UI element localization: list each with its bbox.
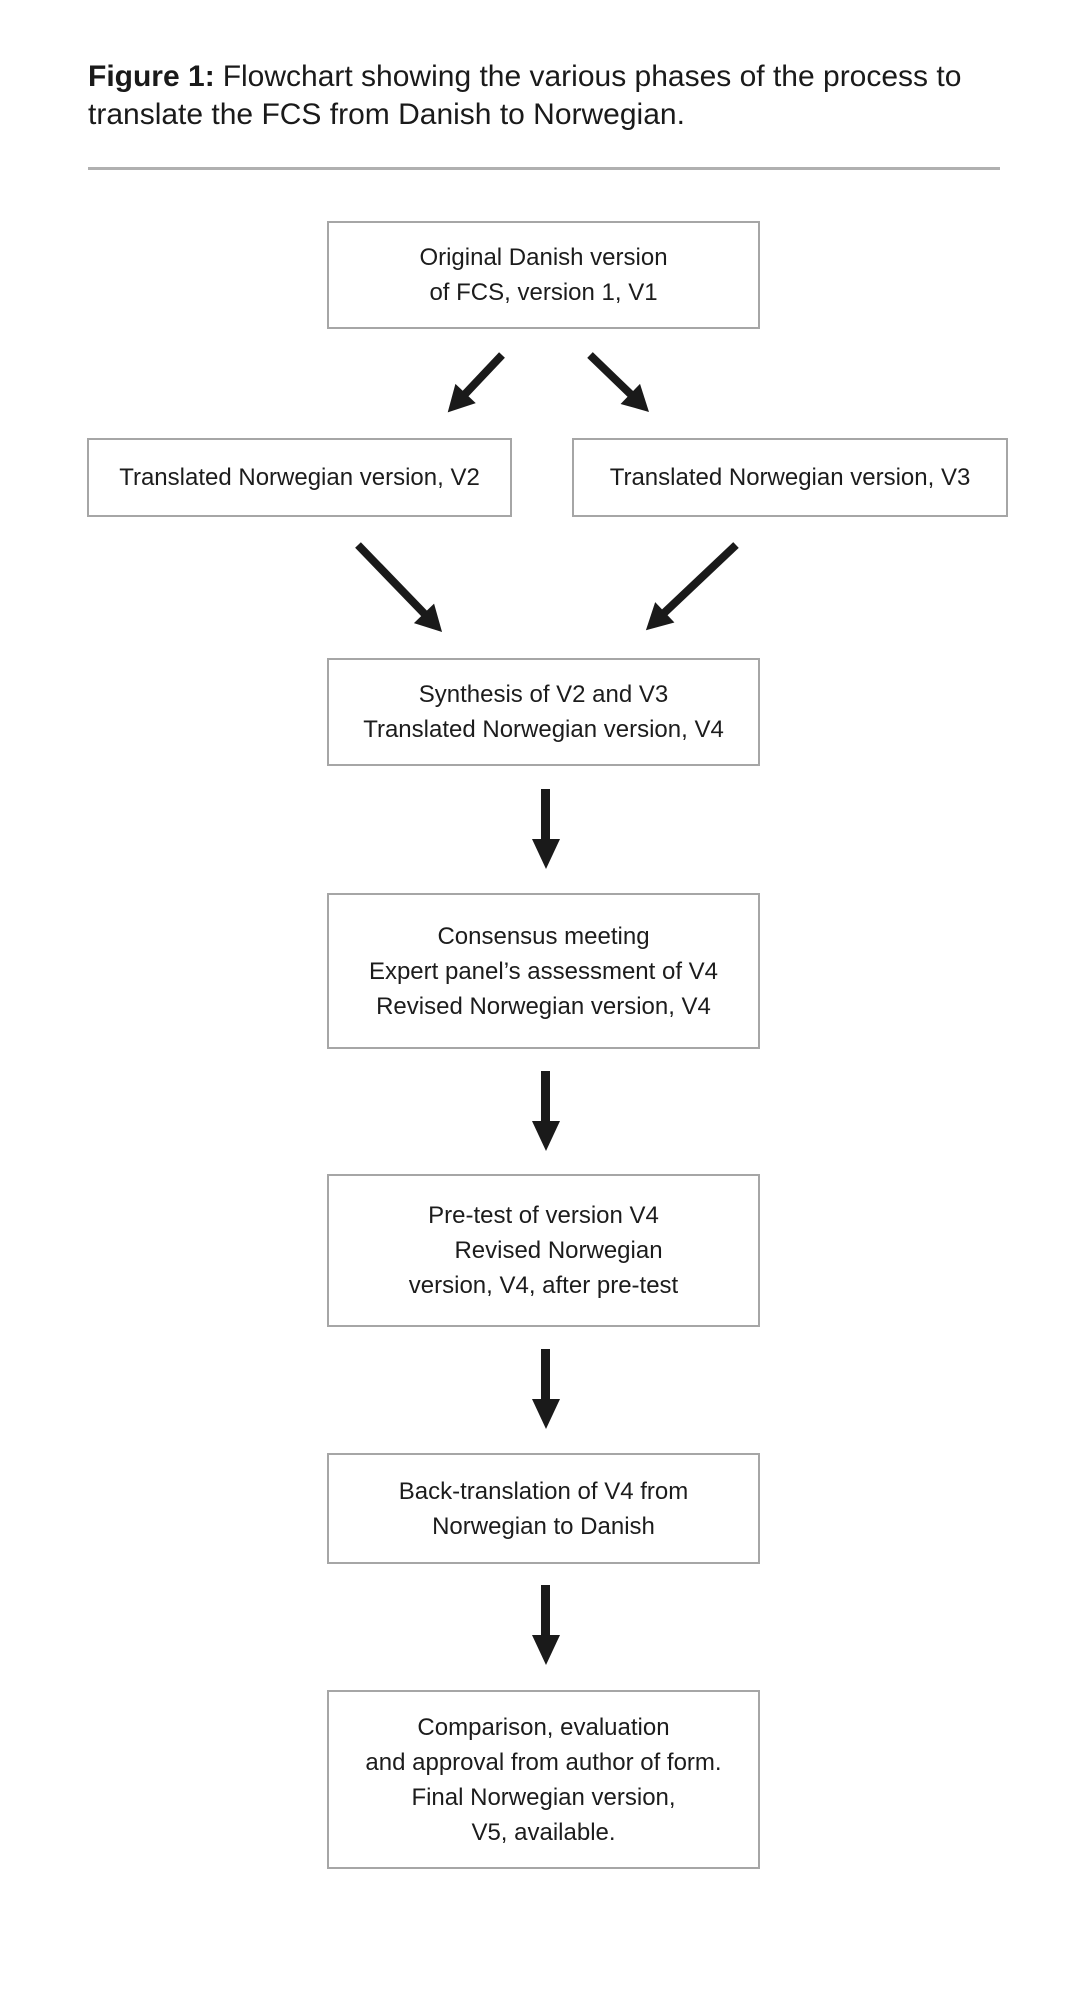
node-final-v5: Comparison, evaluation and approval from… bbox=[327, 1690, 760, 1869]
caption-text-line1: Flowchart showing the various phases of … bbox=[222, 60, 962, 93]
arrow-v1-to-v2-icon bbox=[437, 345, 513, 423]
node-consensus-meeting: Consensus meeting Expert panel’s assessm… bbox=[327, 893, 760, 1049]
arrow-pretest-to-backtranslation-icon bbox=[532, 1349, 560, 1429]
node-text-line: Original Danish version bbox=[419, 244, 668, 271]
node-text-line: of FCS, version 1, V1 bbox=[429, 279, 658, 306]
node-text-line: Consensus meeting bbox=[437, 922, 650, 950]
node-backtranslation: Back-translation of V4 from Norwegian to… bbox=[327, 1453, 760, 1564]
node-original-danish-v1: Original Danish version of FCS, version … bbox=[327, 221, 760, 329]
arrow-shaft bbox=[541, 789, 551, 841]
node-text-line: Back-translation of V4 from bbox=[398, 1477, 689, 1505]
node-text-line: Synthesis of V2 and V3 bbox=[418, 681, 669, 708]
node-text-line: Pre-test of version V4 bbox=[428, 1202, 659, 1229]
arrow-backtranslation-to-final-icon bbox=[532, 1585, 560, 1665]
node-text-line: Comparison, evaluation bbox=[417, 1713, 670, 1741]
node-text-line: Translated Norwegian version, V4 bbox=[363, 716, 724, 743]
arrow-shaft bbox=[355, 542, 429, 618]
arrow-v2-to-v4-icon bbox=[348, 535, 453, 642]
node-synthesis-v4: Synthesis of V2 and V3 Translated Norweg… bbox=[327, 658, 760, 766]
node-translated-v3: Translated Norwegian version, V3 bbox=[572, 438, 1008, 517]
arrow-synthesis-to-consensus-icon bbox=[532, 789, 560, 869]
node-text-line: version, V4, after pre-test bbox=[408, 1272, 679, 1299]
arrow-shaft bbox=[660, 542, 739, 617]
figure-number-label: Figure 1: bbox=[88, 60, 215, 93]
arrow-shaft bbox=[541, 1071, 551, 1123]
node-text-line: Norwegian to Danish bbox=[432, 1512, 655, 1540]
node-text-line: Revised Norwegian bbox=[454, 1237, 663, 1264]
figure-caption: Figure 1:Flowchart showing the various p… bbox=[88, 58, 1018, 134]
arrow-v3-to-v4-icon bbox=[636, 535, 745, 641]
arrow-head bbox=[532, 1121, 560, 1151]
node-text-line: Expert panel’s assessment of V4 bbox=[368, 957, 719, 985]
node-text-line: Final Norwegian version, bbox=[411, 1783, 676, 1811]
node-text-line: V5, available. bbox=[471, 1818, 616, 1846]
arrow-shaft bbox=[587, 352, 635, 399]
node-text-line: Revised Norwegian version, V4 bbox=[376, 992, 711, 1020]
arrow-v1-to-v3-icon bbox=[580, 345, 659, 423]
caption-text-line2: translate the FCS from Danish to Norwegi… bbox=[88, 98, 685, 131]
node-pretest-v4: Pre-test of version V4 Revised Norwegian… bbox=[327, 1174, 760, 1327]
node-text-line: and approval from author of form. bbox=[365, 1748, 722, 1776]
node-text-line: Translated Norwegian version, V3 bbox=[609, 464, 971, 491]
node-text-line: Translated Norwegian version, V2 bbox=[119, 464, 480, 491]
arrow-head bbox=[532, 839, 560, 869]
node-translated-v2: Translated Norwegian version, V2 bbox=[87, 438, 512, 517]
arrow-consensus-to-pretest-icon bbox=[532, 1071, 560, 1151]
arrow-shaft bbox=[541, 1585, 551, 1637]
arrow-head bbox=[532, 1399, 560, 1429]
caption-line-1: Figure 1:Flowchart showing the various p… bbox=[88, 58, 1018, 96]
arrow-shaft bbox=[541, 1349, 551, 1401]
arrow-head bbox=[532, 1635, 560, 1665]
caption-divider-line bbox=[88, 167, 1000, 170]
arrow-shaft bbox=[461, 352, 505, 398]
